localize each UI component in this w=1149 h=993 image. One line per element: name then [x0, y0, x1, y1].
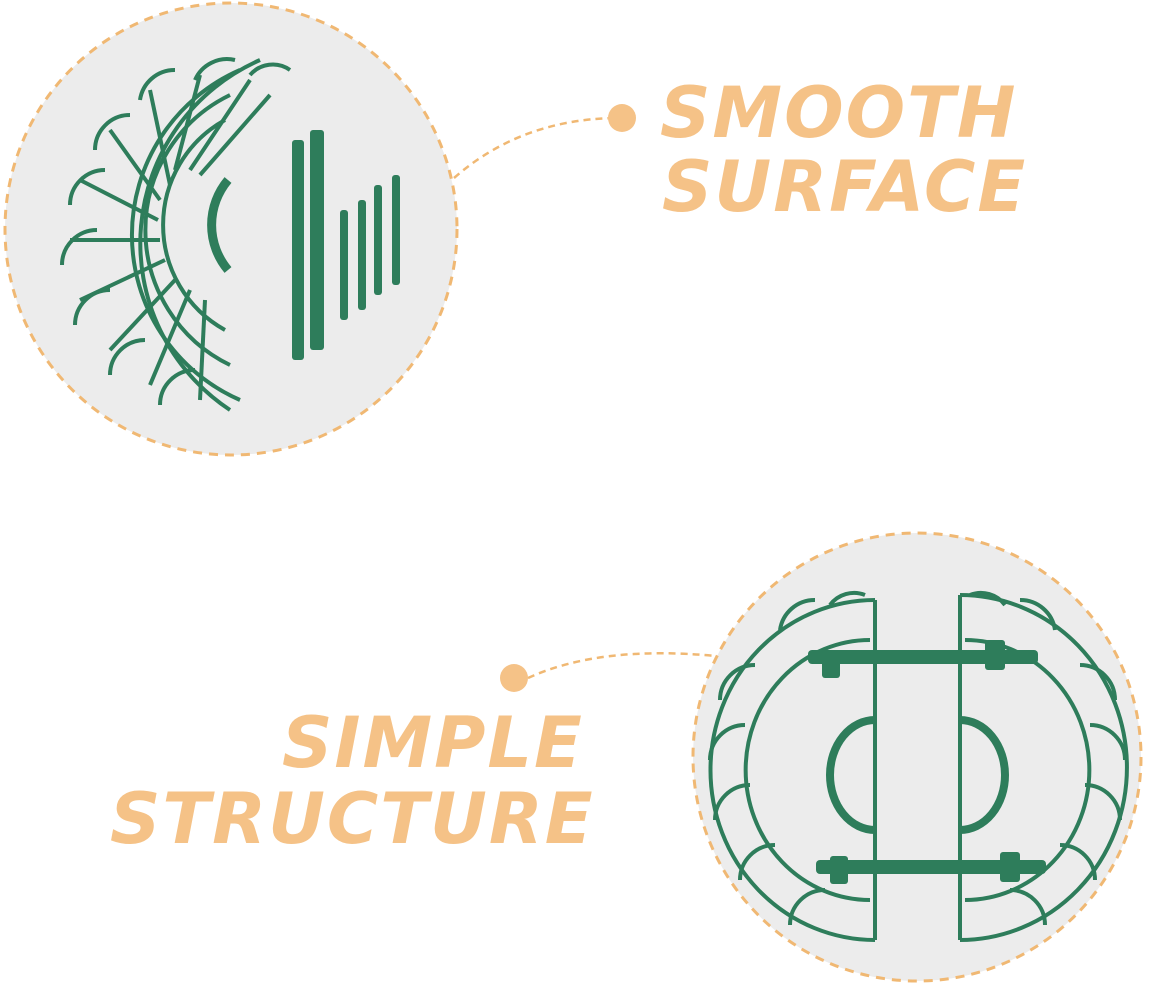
feature-title-line1: SMOOTH	[660, 72, 1018, 154]
connector-line-top	[453, 116, 615, 179]
feature-title-line2: STRUCTURE	[110, 778, 595, 860]
connector-line-bottom	[527, 652, 717, 680]
feature-circle-structure	[691, 531, 1143, 983]
feature-title-line2: SURFACE	[662, 146, 1028, 228]
feature-circle-smooth	[3, 1, 459, 457]
connector-dot-top	[608, 104, 636, 132]
assembled-support-image	[708, 590, 1129, 942]
plant-support-parts-image	[60, 57, 400, 412]
feature-title-line1: SIMPLE	[282, 702, 584, 784]
connector-dot-bottom	[500, 664, 528, 692]
